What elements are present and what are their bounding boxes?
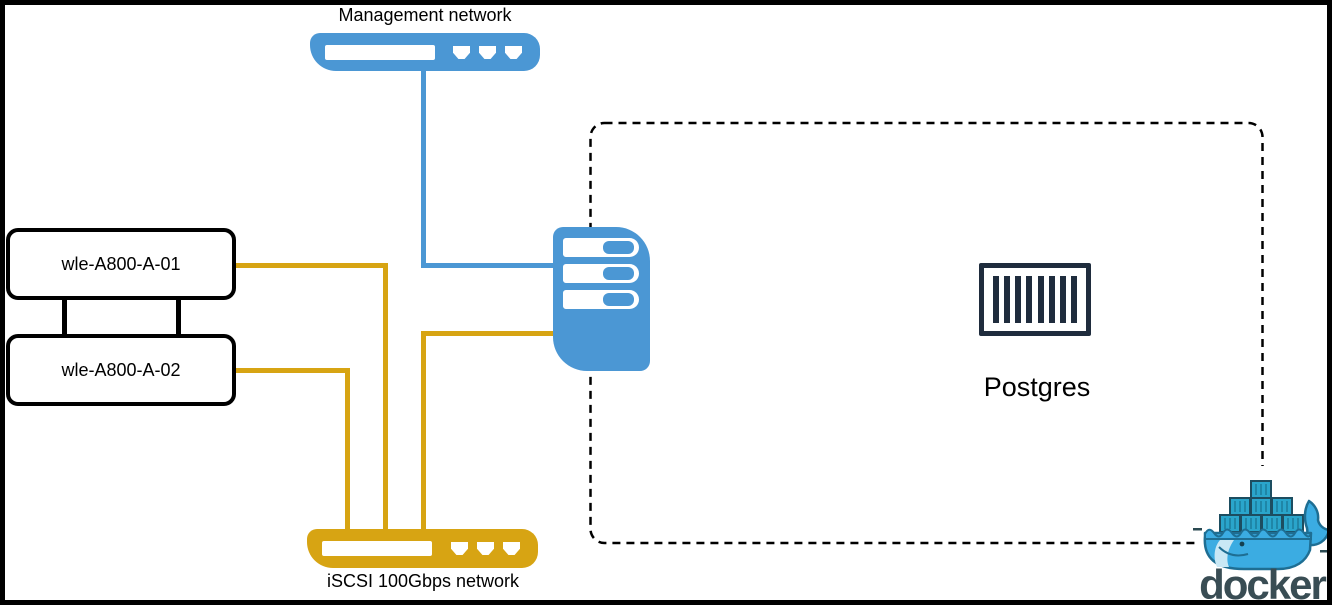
- management-network-label: Management network: [338, 5, 512, 25]
- port-icon: [479, 46, 496, 59]
- port-icon: [505, 46, 522, 59]
- host-interlink-2: [176, 297, 181, 338]
- port-icon: [451, 542, 468, 555]
- postgres-label: Postgres: [983, 372, 1091, 402]
- docker-wordmark: docker: [1199, 561, 1326, 604]
- mgmt-link-horizontal: [421, 263, 559, 268]
- postgres-container-icon: [979, 263, 1091, 336]
- storage-server-icon: [553, 227, 650, 371]
- host-node-2-label: wle-A800-A-02: [61, 359, 181, 380]
- server-bay: [563, 264, 639, 283]
- iscsi-link-host2-v: [345, 368, 350, 531]
- host-node-2: wle-A800-A-02: [6, 334, 236, 406]
- iscsi-link-host1-v: [383, 263, 388, 531]
- port-icon: [477, 542, 494, 555]
- server-drive: [603, 241, 634, 254]
- port-icon: [453, 46, 470, 59]
- host-node-1: wle-A800-A-01: [6, 228, 236, 300]
- host-node-1-label: wle-A800-A-01: [61, 253, 181, 274]
- management-switch-icon: [310, 33, 540, 71]
- iscsi-link-host2-h: [236, 368, 349, 373]
- server-drive: [603, 293, 634, 306]
- switch-display: [325, 45, 435, 60]
- iscsi-link-server-v: [421, 331, 426, 531]
- iscsi-link-server-h: [424, 331, 558, 336]
- mgmt-link-vertical: [421, 69, 426, 265]
- iscsi-network-label: iSCSI 100Gbps network: [326, 571, 520, 591]
- docker-whale-logo: docker: [1193, 466, 1332, 604]
- iscsi-link-host1-h: [236, 263, 387, 268]
- server-bay: [563, 238, 639, 257]
- server-bay: [563, 290, 639, 309]
- server-drive: [603, 267, 634, 280]
- iscsi-switch-icon: [307, 529, 538, 568]
- port-icon: [503, 542, 520, 555]
- switch-ports: [453, 46, 522, 59]
- switch-ports: [451, 542, 520, 555]
- switch-display: [322, 541, 432, 556]
- host-interlink-1: [62, 297, 67, 338]
